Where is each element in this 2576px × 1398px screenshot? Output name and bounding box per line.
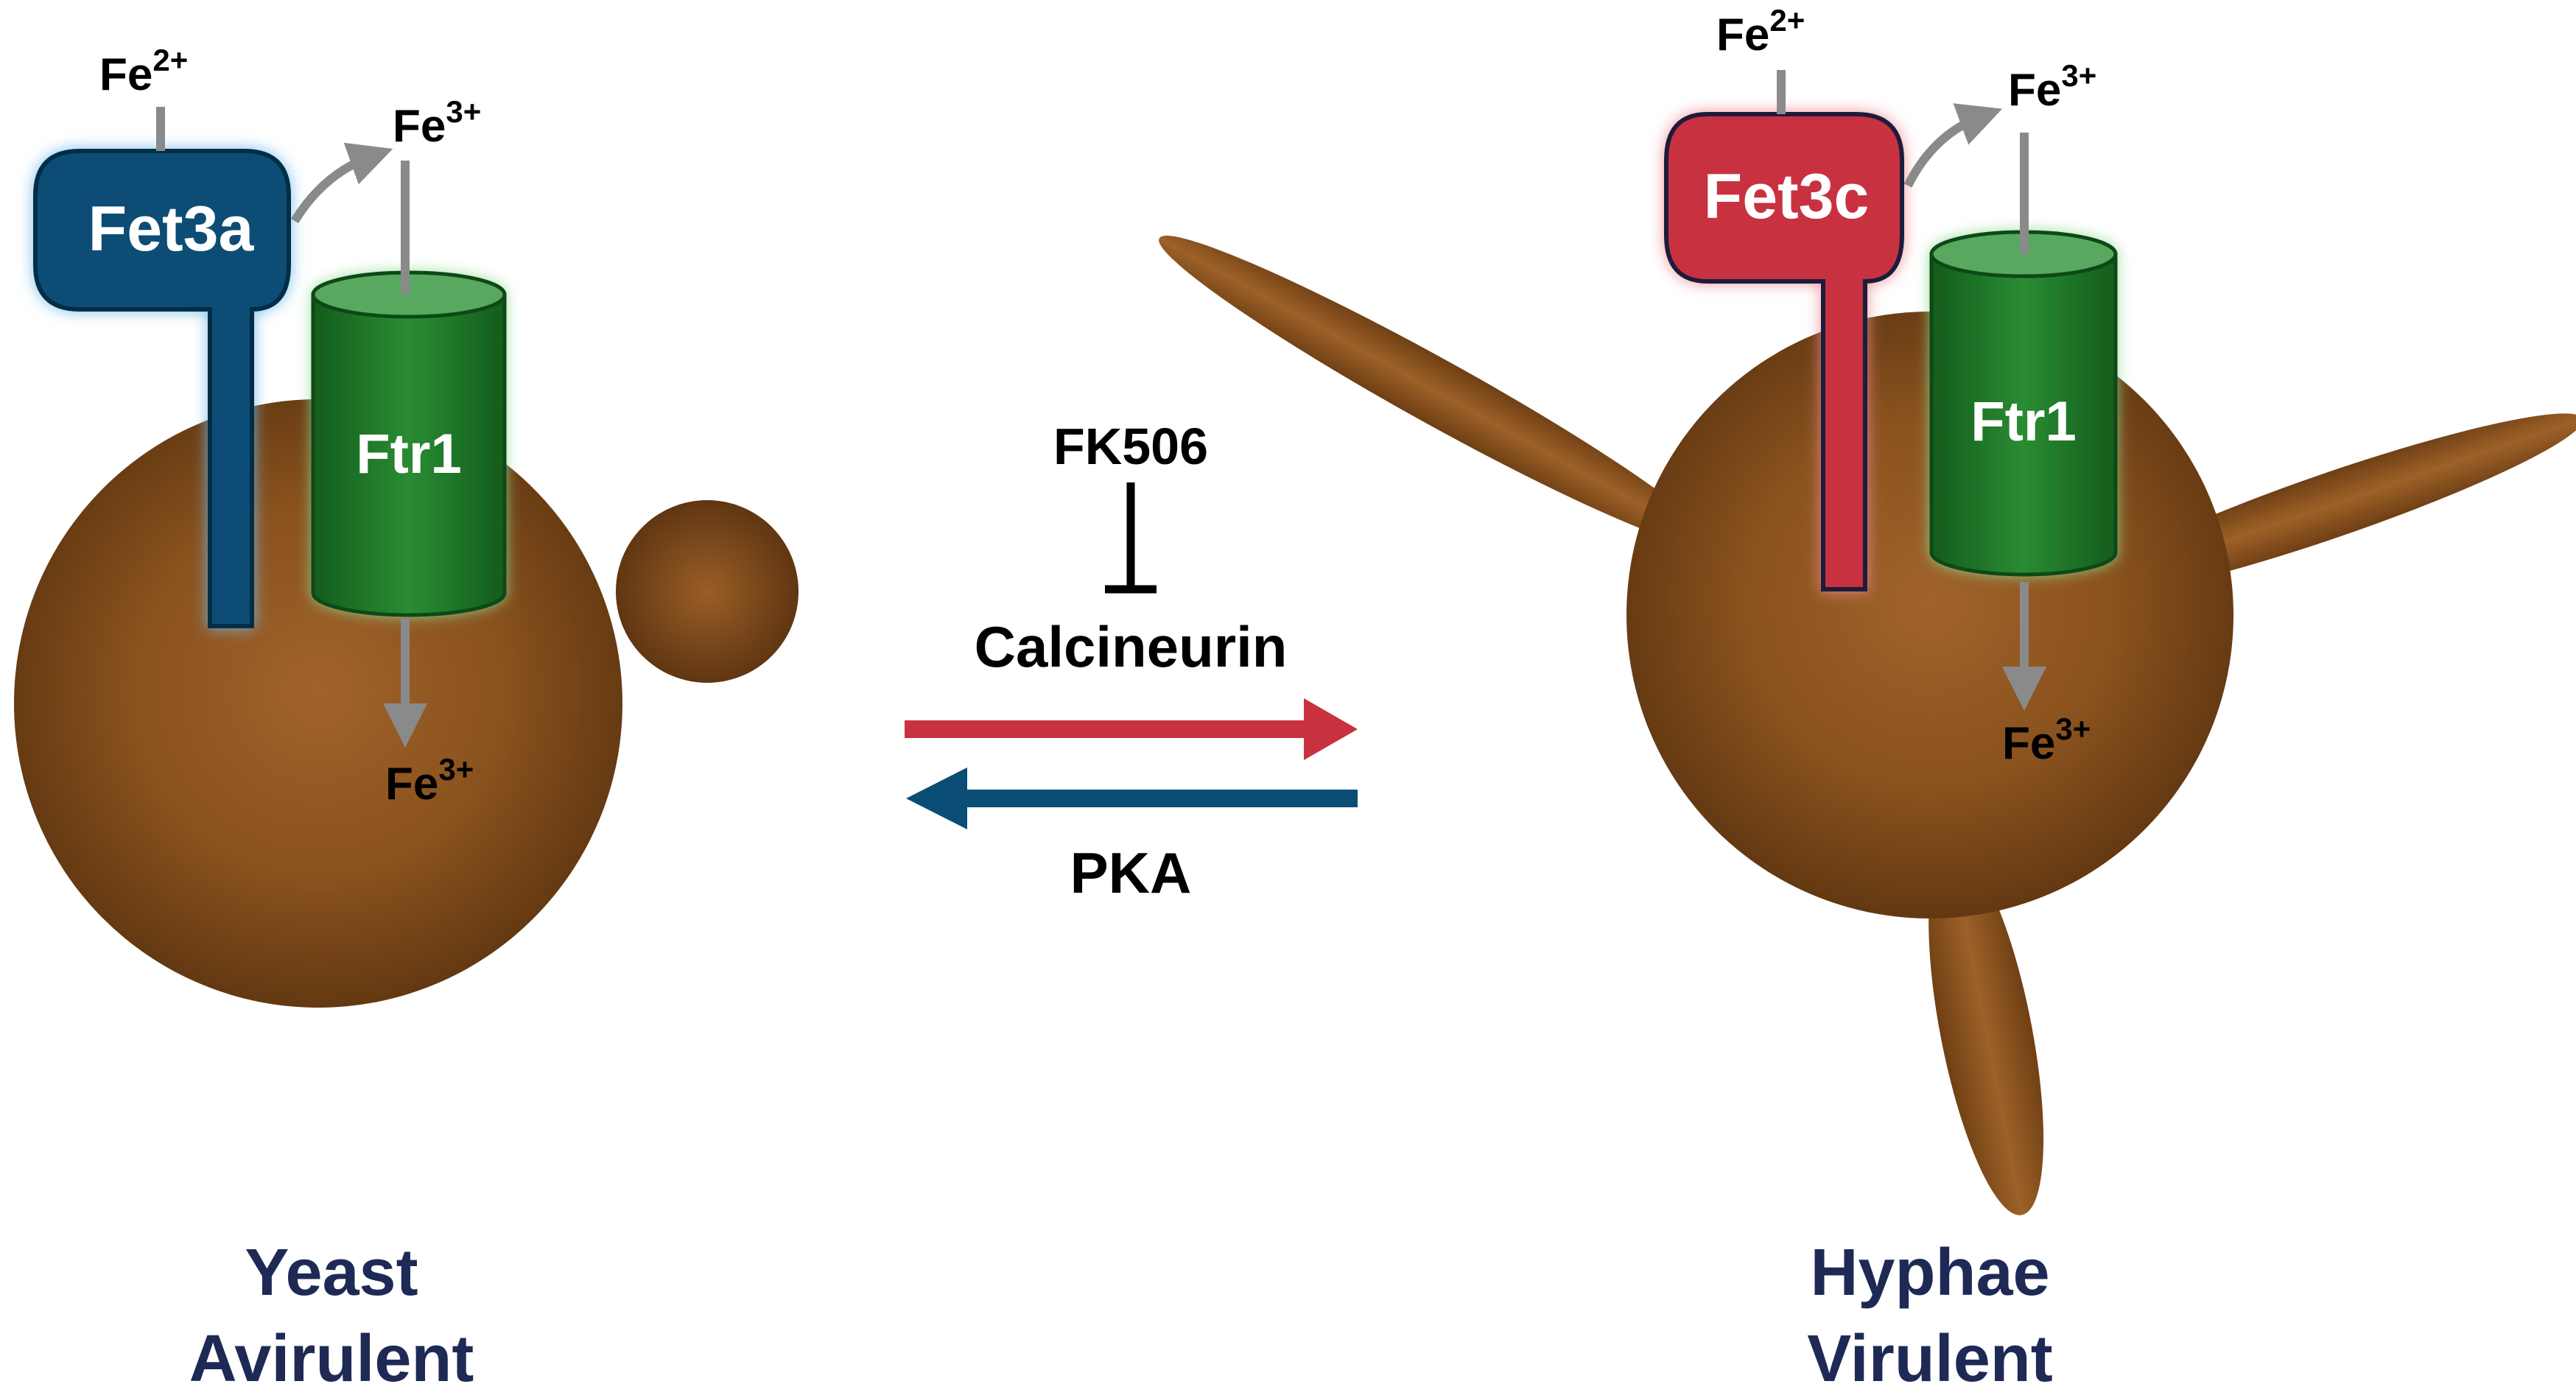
fet3c-protein — [1664, 112, 1904, 591]
fet3a-oxidation-arrow — [290, 142, 393, 224]
fet3a-label: Fet3a — [88, 194, 255, 264]
fet3a-protein — [33, 149, 291, 628]
hypha-bottom — [1929, 846, 2044, 1215]
fet3c-oxidation-arrow — [1903, 103, 2003, 188]
fe3-left-internal: Fe3+ — [385, 752, 474, 809]
avirulent-caption: Avirulent — [189, 1322, 474, 1396]
yeast-caption: Yeast — [245, 1236, 418, 1310]
pka-label: PKA — [1070, 840, 1192, 905]
ftr1-right-label: Ftr1 — [1970, 390, 2077, 453]
hypha-left — [1159, 235, 1714, 548]
fk506-label: FK506 — [1053, 418, 1208, 475]
yeast-bud — [616, 500, 799, 683]
ftr1-left-channel — [311, 270, 507, 617]
hyphae-to-yeast-arrow — [906, 768, 1358, 829]
yeast-to-hyphae-arrow — [905, 698, 1358, 760]
fe3-right-top: Fe3+ — [2008, 58, 2096, 116]
fe3-right-internal: Fe3+ — [2002, 712, 2091, 769]
calcineurin-label: Calcineurin — [975, 614, 1288, 679]
ftr1-left-label: Ftr1 — [356, 423, 462, 485]
fe2-right: Fe2+ — [1716, 3, 1805, 60]
fe2-left: Fe2+ — [99, 43, 188, 100]
hyphae-caption: Hyphae — [1810, 1236, 2049, 1310]
fk506-inhibition-bar — [1105, 482, 1157, 594]
virulent-caption: Virulent — [1807, 1322, 2052, 1396]
fet3c-label: Fet3c — [1704, 161, 1870, 232]
fe3-left-top: Fe3+ — [393, 94, 481, 152]
